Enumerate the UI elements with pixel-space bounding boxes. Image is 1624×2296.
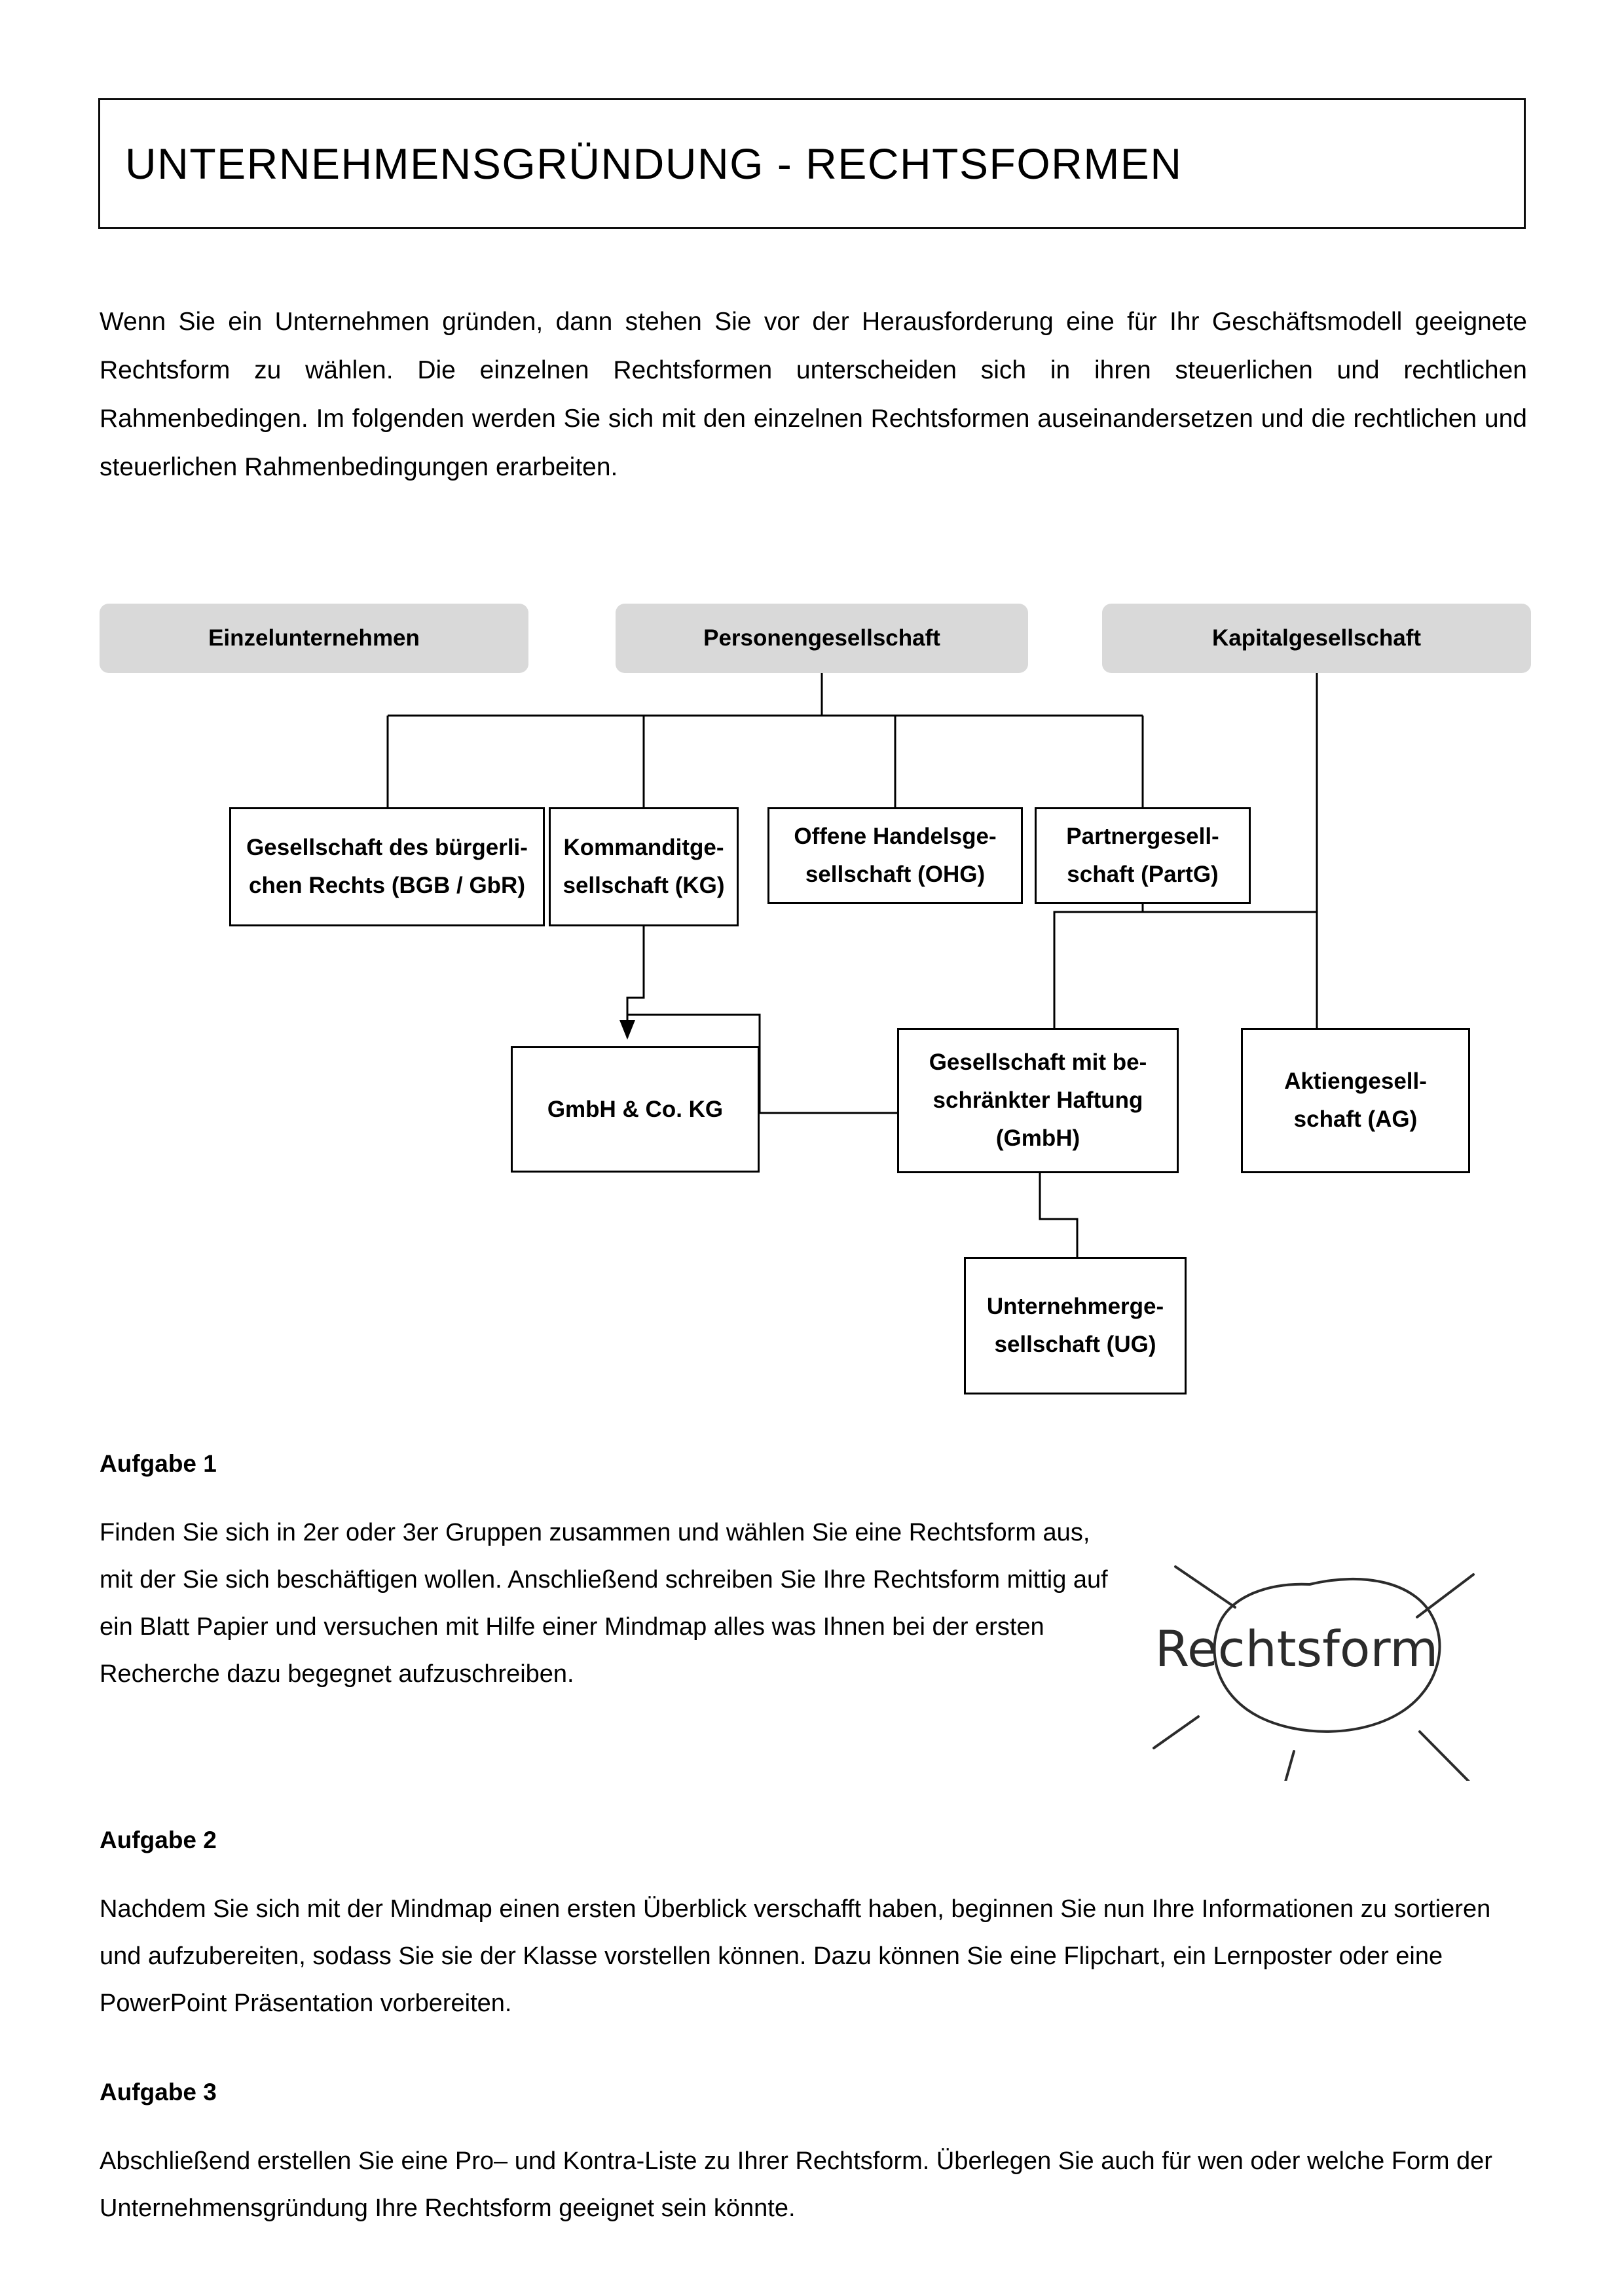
sketch-branch-ne bbox=[1416, 1573, 1475, 1618]
diagram-node-kg: Kommanditge-sellschaft (KG) bbox=[549, 807, 739, 926]
edge-kg-to-gmbhcokg bbox=[619, 926, 645, 1040]
edge-gmbh-to-ug bbox=[1039, 1173, 1079, 1257]
sketch-center-label: Rechtsform bbox=[1155, 1620, 1439, 1678]
diagram-node-ug: Unternehmerge-sellschaft (UG) bbox=[964, 1257, 1187, 1394]
sketch-branch-se bbox=[1418, 1730, 1470, 1781]
diagram-node-personengesellschaft: Personengesellschaft bbox=[616, 604, 1028, 673]
task-body-1: Finden Sie sich in 2er oder 3er Gruppen … bbox=[100, 1519, 1108, 1688]
task-body-3: Abschließend erstellen Sie eine Pro– und… bbox=[100, 2147, 1492, 2222]
page-title-box: UNTERNEHMENSGRÜNDUNG - RECHTSFORMEN bbox=[98, 98, 1526, 229]
task-heading-2: Aufgabe 2 bbox=[100, 1827, 217, 1853]
diagram-node-kapitalgesellschaft: Kapitalgesellschaft bbox=[1102, 604, 1531, 673]
diagram-node-partg: Partnergesell-schaft (PartG) bbox=[1035, 807, 1251, 904]
diagram-node-einzelunternehmen: Einzelunternehmen bbox=[100, 604, 528, 673]
sketch-branch-s bbox=[1284, 1750, 1295, 1781]
diagram-node-ag: Aktiengesell-schaft (AG) bbox=[1241, 1028, 1470, 1173]
sketch-branch-sw bbox=[1153, 1715, 1200, 1749]
task-heading-3: Aufgabe 3 bbox=[100, 2079, 217, 2105]
diagram-node-gbr: Gesellschaft des bürgerli-chen Rechts (B… bbox=[229, 807, 545, 926]
sketch-branch-nw bbox=[1174, 1565, 1236, 1609]
diagram-node-gmbh-co-kg: GmbH & Co. KG bbox=[511, 1046, 760, 1173]
task-body-2: Nachdem Sie sich mit der Mindmap einen e… bbox=[100, 1895, 1491, 2017]
mindmap-sketch: Rechtsform bbox=[1107, 1473, 1500, 1781]
sketch-ellipse bbox=[1213, 1577, 1441, 1733]
diagram-node-gmbh: Gesellschaft mit be-schränkter Haftung(G… bbox=[897, 1028, 1179, 1173]
edge-kapital-to-gmbh bbox=[1053, 911, 1317, 1028]
task-heading-1: Aufgabe 1 bbox=[100, 1450, 217, 1477]
page-title: UNTERNEHMENSGRÜNDUNG - RECHTSFORMEN bbox=[125, 139, 1183, 188]
diagram-node-ohg: Offene Handelsge-sellschaft (OHG) bbox=[767, 807, 1023, 904]
intro-paragraph: Wenn Sie ein Unternehmen gründen, dann s… bbox=[100, 308, 1527, 481]
